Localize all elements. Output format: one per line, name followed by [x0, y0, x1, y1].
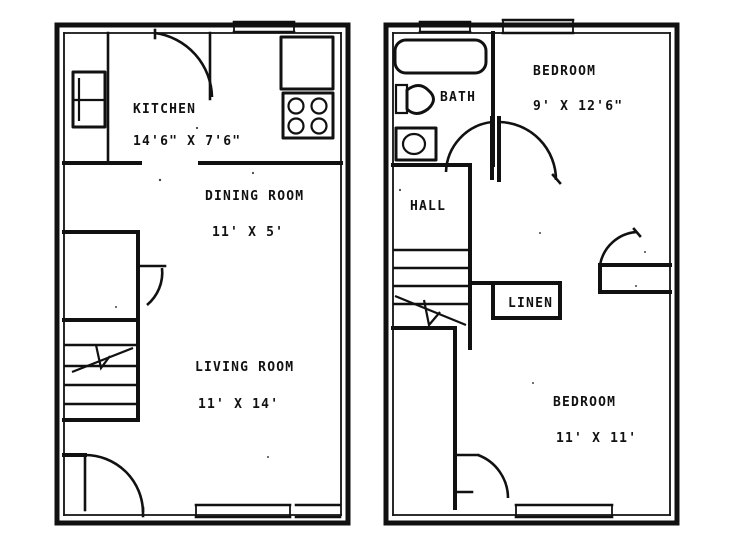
living-room-label: LIVING ROOM [195, 360, 294, 375]
linen-closet-walls [491, 281, 562, 320]
second-floor-panel: BATH BEDROOM 9' X 12'6" HALL LINEN BEDRO… [383, 18, 680, 526]
dining-room-label: DINING ROOM [205, 189, 304, 204]
first-floor-panel: KITCHEN 14'6" X 7'6" DINING ROOM 11' X 5… [54, 20, 351, 526]
hall-label: HALL [410, 199, 446, 214]
kitchen-door-swing-icon [153, 28, 214, 101]
first-floor-windows-bottom [194, 503, 342, 519]
kitchen-label: KITCHEN [133, 102, 196, 117]
rear-bedroom-dimensions: 11' X 11' [556, 431, 637, 446]
rear-bedroom-door-swing-icon [453, 453, 510, 502]
toilet-icon [394, 83, 435, 115]
first-floor-exterior-walls [54, 22, 351, 526]
closet-door-swing-icon [136, 264, 167, 307]
first-floor-window-top [232, 20, 296, 34]
rear-bedroom-label: BEDROOM [553, 395, 616, 410]
first-floor-room-labels: KITCHEN 14'6" X 7'6" DINING ROOM 11' X 5… [133, 102, 304, 412]
bathroom-sink-icon [394, 126, 438, 162]
scan-specks [115, 126, 269, 458]
bathtub-icon [393, 38, 488, 75]
dining-room-dimensions: 11' X 5' [212, 225, 284, 240]
second-floor-exterior-walls [383, 22, 680, 526]
second-floor-interior-walls [391, 163, 495, 510]
front-bedroom-label: BEDROOM [533, 64, 596, 79]
linen-label: LINEN [508, 296, 553, 311]
first-floor-interior-walls [62, 230, 140, 322]
second-floor-room-labels: BATH BEDROOM 9' X 12'6" HALL LINEN BEDRO… [410, 64, 637, 446]
entry-door-swing-icon [62, 453, 145, 518]
front-bedroom-closet [598, 227, 672, 294]
first-floor-staircase [62, 318, 140, 422]
kitchen-dimensions: 14'6" X 7'6" [133, 134, 241, 149]
stove-icon [281, 91, 335, 140]
bath-label: BATH [440, 90, 476, 105]
front-bedroom-dimensions: 9' X 12'6" [533, 99, 623, 114]
hall-door-swings [444, 116, 562, 185]
scan-specks-second-floor [398, 188, 646, 384]
living-room-dimensions: 11' X 14' [198, 397, 279, 412]
second-floor-staircase [393, 230, 472, 328]
refrigerator-icon [71, 70, 107, 129]
second-floor-windows-top [418, 18, 575, 35]
kitchen-sink-icon [279, 35, 335, 91]
second-floor-window-bottom [514, 503, 614, 519]
